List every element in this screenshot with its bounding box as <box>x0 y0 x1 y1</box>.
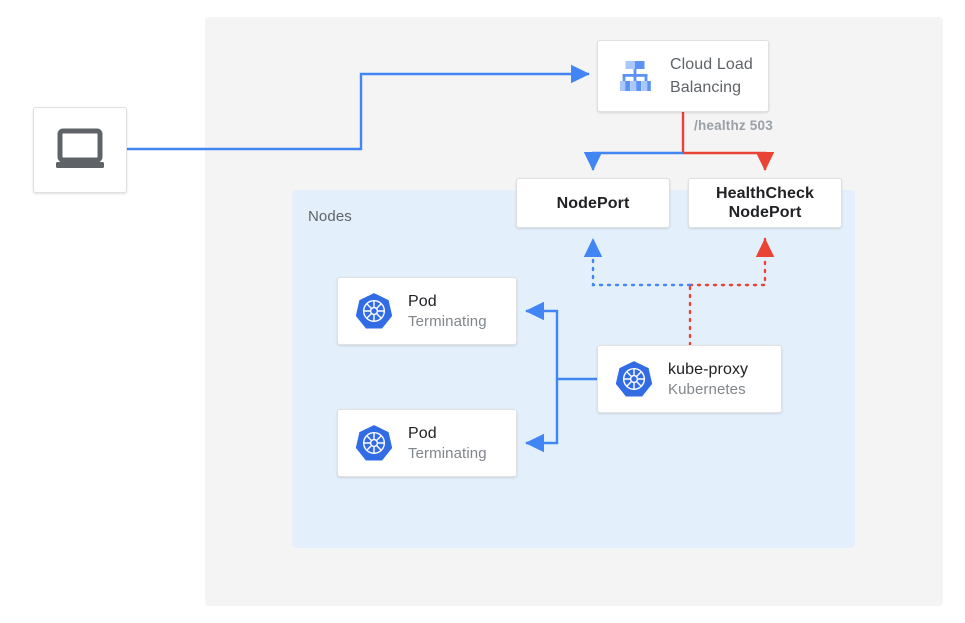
edge-kubeproxy-to-pod1 <box>525 301 597 381</box>
nodeport-label: NodePort <box>556 194 630 212</box>
pod-status: Terminating <box>408 444 487 462</box>
edge-kubeproxy-to-pod2 <box>525 379 559 453</box>
pod-title: Pod <box>408 292 437 310</box>
cloud-load-balancing-line2: Balancing <box>670 79 742 96</box>
healthcheck-nodeport-node[interactable]: HealthCheck NodePort <box>688 178 842 228</box>
edge-lb-to-healthcheck-nodeport <box>683 151 775 171</box>
kube-proxy-node[interactable]: kube-proxy Kubernetes <box>597 345 782 413</box>
client-node[interactable] <box>33 107 127 193</box>
edge-client-to-lb <box>127 64 590 151</box>
edge-lb-to-nodeport <box>583 151 683 171</box>
healthz-503-label: /healthz 503 <box>694 118 773 133</box>
cloud-load-balancing-line1: Cloud Load <box>670 56 753 73</box>
healthcheck-nodeport-line1: HealthCheck <box>715 185 815 202</box>
kubernetes-icon <box>615 361 653 397</box>
pod-node-2[interactable]: Pod Terminating <box>337 409 517 477</box>
kubernetes-icon <box>355 293 393 329</box>
kube-proxy-title: kube-proxy <box>668 360 749 378</box>
kube-proxy-subtitle: Kubernetes <box>668 380 746 398</box>
pod-status: Terminating <box>408 312 487 330</box>
cloud-load-balancing-icon <box>620 61 651 91</box>
laptop-icon <box>56 128 104 168</box>
edge-kubeproxy-to-nodeport <box>583 237 692 287</box>
edge-kubeproxy-to-healthcheck-nodeport <box>688 237 775 287</box>
nodes-panel-label: Nodes <box>308 208 352 225</box>
nodeport-node[interactable]: NodePort <box>516 178 670 228</box>
pod-node-1[interactable]: Pod Terminating <box>337 277 517 345</box>
cloud-load-balancing-node[interactable]: Cloud Load Balancing <box>597 40 769 112</box>
kubernetes-icon <box>355 425 393 461</box>
healthcheck-nodeport-line2: NodePort <box>728 204 802 221</box>
pod-title: Pod <box>408 424 437 442</box>
